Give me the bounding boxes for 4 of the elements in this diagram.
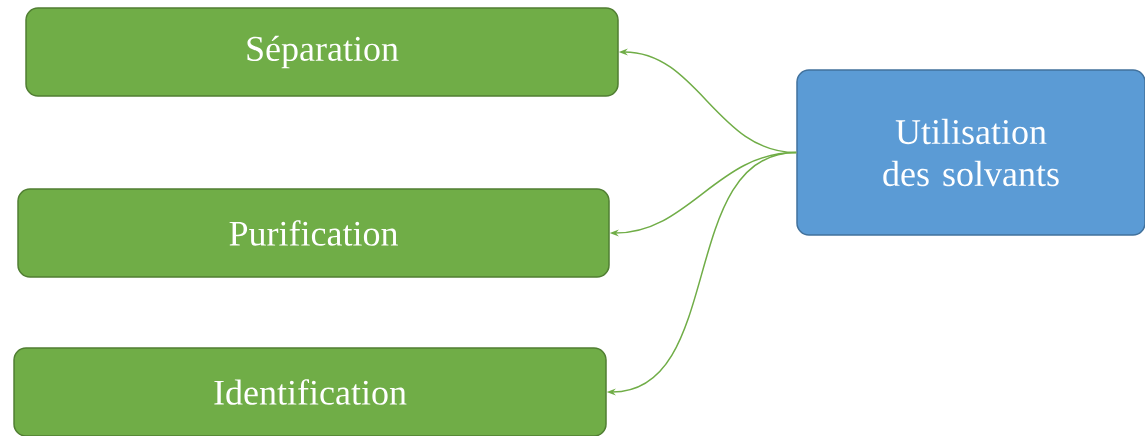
process-box: Séparation — [25, 7, 619, 97]
process-box: Utilisation des solvants — [796, 69, 1145, 236]
process-box: Identification — [13, 347, 607, 436]
process-box: Purification — [17, 188, 610, 278]
